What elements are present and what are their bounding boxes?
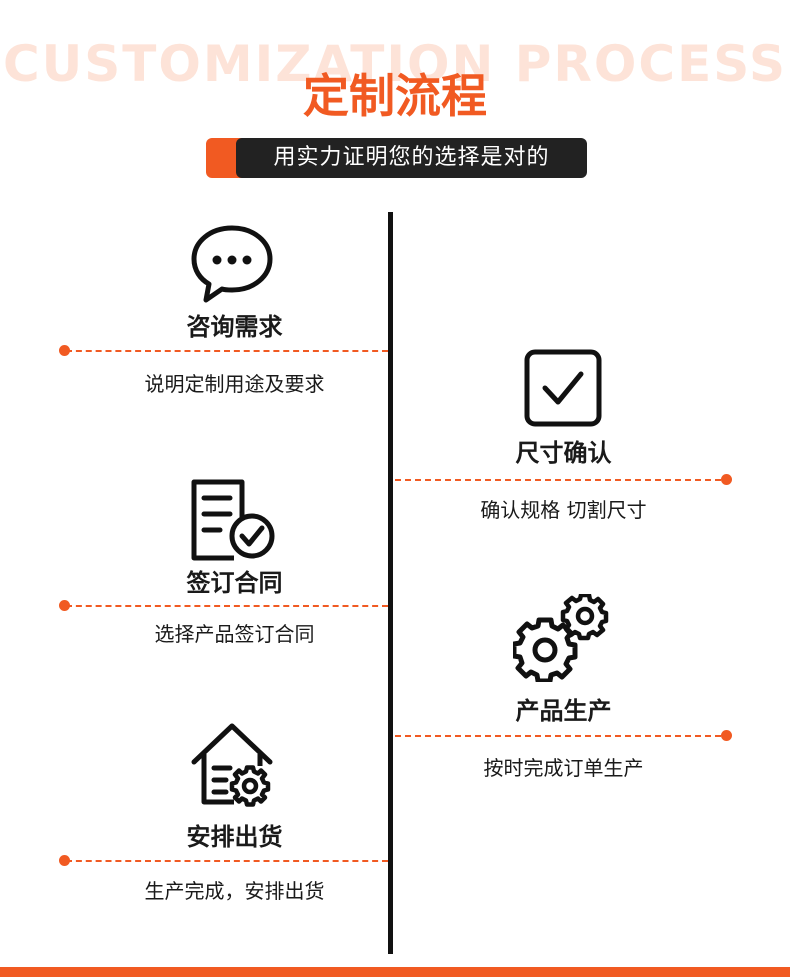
step-sign-contract: 签订合同 选择产品签订合同 (0, 476, 395, 676)
dashed-connector (395, 735, 721, 737)
page-title: 定制流程 (303, 69, 487, 123)
dashed-connector (66, 605, 388, 607)
timeline-dot (721, 730, 732, 741)
timeline-divider (388, 212, 393, 954)
dashed-connector (66, 350, 388, 352)
timeline-dot (59, 600, 70, 611)
step-label: 尺寸确认 (515, 439, 612, 467)
bottom-accent-bar (0, 967, 790, 977)
step-consult: 咨询需求 说明定制用途及要求 (0, 220, 395, 420)
step-label: 产品生产 (515, 697, 612, 725)
step-description: 生产完成，安排出货 (144, 879, 325, 903)
subtitle-text: 用实力证明您的选择是对的 (236, 138, 587, 178)
step-production: 产品生产 按时完成订单生产 (393, 594, 788, 794)
step-description: 确认规格 切割尺寸 (480, 498, 647, 522)
contract-check-icon (190, 478, 280, 562)
warehouse-gear-icon (190, 722, 276, 808)
step-shipping: 安排出货 生产完成，安排出货 (0, 722, 395, 922)
step-description: 选择产品签订合同 (154, 622, 315, 646)
timeline-dot (59, 855, 70, 866)
chat-bubble-icon (190, 222, 274, 306)
timeline-dot (59, 345, 70, 356)
background-title: CUSTOMIZATION PROCESS (2, 35, 788, 93)
timeline-dot (721, 474, 732, 485)
subtitle-banner: 用实力证明您的选择是对的 (206, 138, 587, 178)
checkbox-icon (523, 348, 603, 428)
dashed-connector (395, 479, 721, 481)
gears-icon (513, 594, 611, 682)
dashed-connector (66, 860, 388, 862)
step-label: 安排出货 (186, 823, 283, 851)
step-description: 说明定制用途及要求 (144, 372, 325, 396)
step-size-confirm: 尺寸确认 确认规格 切割尺寸 (393, 346, 788, 546)
step-label: 咨询需求 (186, 313, 283, 341)
step-description: 按时完成订单生产 (483, 756, 644, 780)
step-label: 签订合同 (186, 569, 283, 597)
